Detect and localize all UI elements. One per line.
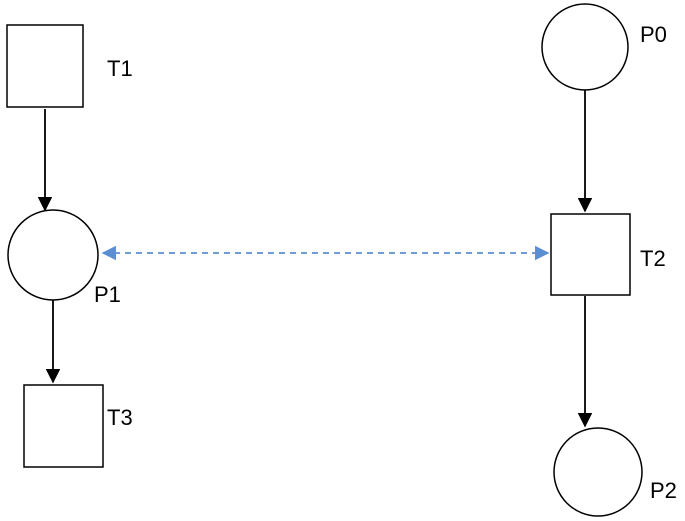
- transition-t3: [23, 384, 104, 468]
- label-p0: P0: [640, 22, 667, 47]
- transition-t2: [550, 213, 631, 296]
- place-p0: [541, 3, 629, 91]
- place-p2: [553, 427, 643, 517]
- label-p1: P1: [94, 282, 121, 307]
- label-p2: P2: [650, 478, 677, 503]
- transition-t1: [6, 24, 84, 108]
- label-t1: T1: [107, 56, 133, 81]
- label-t2: T2: [640, 246, 666, 271]
- place-p1: [7, 209, 99, 301]
- label-t3: T3: [107, 405, 133, 430]
